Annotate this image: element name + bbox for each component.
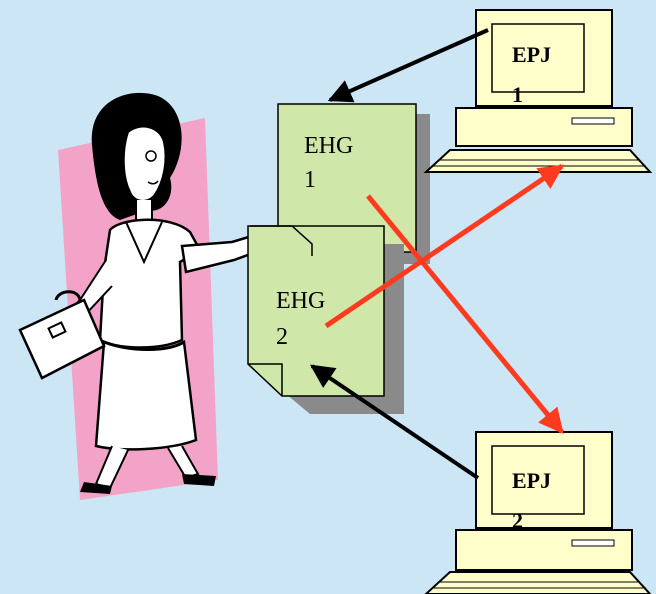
document-ehg-2: EHG 2 [247, 225, 404, 414]
arrow-epj1-to-ehg1 [327, 28, 489, 103]
person-figure [18, 92, 258, 500]
document-ehg-1-title: EHG [304, 133, 353, 159]
document-ehg-2-title: EHG [276, 288, 325, 314]
computer-epj-1: EPJ 1 [423, 9, 653, 173]
document-ehg-2-number: 2 [276, 324, 288, 350]
computer-epj-1-number: 1 [512, 82, 523, 107]
arrow-ehg1-to-epj2 [366, 194, 564, 434]
computer-epj-2-number: 2 [512, 508, 523, 533]
computer-epj-2-title: EPJ [512, 468, 551, 493]
document-ehg-1-number: 1 [304, 167, 316, 193]
arrow-ehg2-to-epj1 [324, 163, 565, 329]
arrow-epj2-to-ehg2 [310, 364, 480, 480]
computer-epj-2: EPJ 2 [424, 431, 652, 594]
briefcase-icon [18, 290, 106, 380]
computer-epj-1-title: EPJ [512, 42, 551, 67]
